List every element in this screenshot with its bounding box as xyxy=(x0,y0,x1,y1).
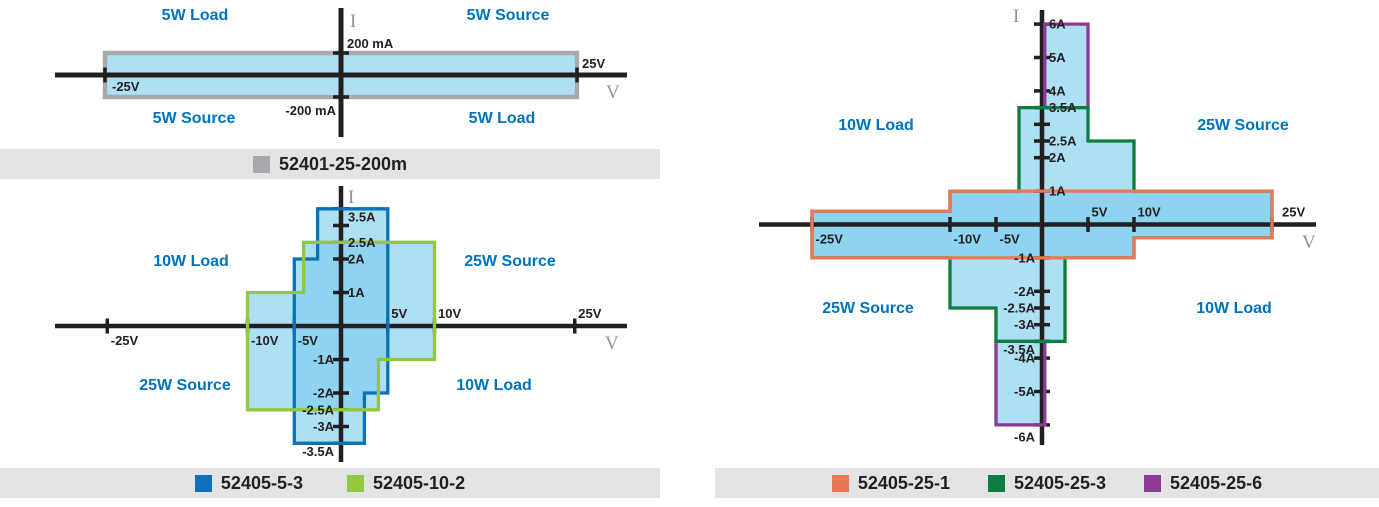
i-tick-label: -2.5A xyxy=(302,402,334,417)
chart-52401-25-200m: 200 mA -200 mA 25V -25V I V xyxy=(55,8,627,137)
i-tick-label: 2.5A xyxy=(348,235,376,250)
i-axis-letter: I xyxy=(348,187,354,208)
i-tick-label: 1A xyxy=(1049,184,1066,199)
i-tick-label: -5A xyxy=(1014,384,1036,399)
i-axis-letter: I xyxy=(350,11,356,32)
legend-label: 52401-25-200m xyxy=(278,153,408,174)
quadrant-label: 10W Load xyxy=(1196,300,1272,317)
legend-item: 52405-10-2 xyxy=(347,473,465,494)
v-tick-label: -10V xyxy=(954,232,982,247)
v-axis-letter: V xyxy=(606,82,620,103)
i-tick-label: 3.5A xyxy=(348,209,376,224)
legend-swatch-52405-5-3 xyxy=(194,474,212,492)
legend-label: 52405-25-3 xyxy=(1013,472,1107,493)
legend-swatch-52405-25-3 xyxy=(987,474,1005,492)
i-tick-label: -3A xyxy=(313,419,335,434)
i-axis-letter: I xyxy=(1013,6,1019,27)
quadrant-label: 25W Source xyxy=(139,377,231,394)
i-tick-label: 6A xyxy=(1049,17,1066,32)
region-52405-10-2-outline xyxy=(245,240,437,412)
i-tick-label: 3.5A xyxy=(1049,100,1077,115)
axis-value-label: -200 mA xyxy=(285,103,336,118)
i-tick-label: -3.5A xyxy=(1003,342,1035,357)
v-tick-label: 10V xyxy=(1138,205,1161,220)
legend-label: 52405-5-3 xyxy=(220,472,303,493)
i-tick-label: 1A xyxy=(348,285,365,300)
v-axis-letter: V xyxy=(1302,232,1316,253)
quadrant-label: 10W Load xyxy=(456,377,532,394)
quadrant-label: 10W Load xyxy=(153,253,229,270)
v-tick-label: 10V xyxy=(438,306,461,321)
v-tick-label: -5V xyxy=(1000,232,1021,247)
i-tick-label: -1A xyxy=(313,352,335,367)
i-tick-label: -2A xyxy=(313,386,335,401)
i-tick-label: -2A xyxy=(1014,284,1036,299)
region-52405-25-6-fill xyxy=(1044,24,1088,108)
legend-bar: 52405-5-3 52405-10-2 xyxy=(0,468,660,498)
i-tick-label: 2A xyxy=(1049,150,1066,165)
i-tick-label: -3.5A xyxy=(302,444,334,459)
legend-item: 52401-25-200m xyxy=(252,153,408,175)
i-tick-label: 2.5A xyxy=(1049,134,1077,149)
quadrant-label: 5W Load xyxy=(468,110,536,127)
i-tick-label: -2.5A xyxy=(1003,301,1035,316)
quadrant-label: 5W Source xyxy=(152,110,236,127)
v-tick-label: -5V xyxy=(298,333,319,348)
quadrant-label: 10W Load xyxy=(838,117,914,134)
axis-value-label: 25V xyxy=(582,56,605,71)
legend-item: 52405-25-6 xyxy=(1144,473,1262,494)
legend-label: 52405-25-6 xyxy=(1170,472,1263,493)
i-tick-label: -4A xyxy=(1014,351,1036,366)
legend-item: 52405-5-3 xyxy=(194,472,303,494)
legend-swatch-52401-25-200m xyxy=(252,155,270,173)
quadrant-label: 5W Source xyxy=(466,7,550,24)
i-tick-label: -3A xyxy=(1014,317,1036,332)
v-tick-label: 5V xyxy=(391,306,407,321)
legend-label: 52405-10-2 xyxy=(373,472,466,493)
v-tick-label: 25V xyxy=(1282,205,1305,220)
quadrant-label: 25W Source xyxy=(464,253,556,270)
quadrant-label: 25W Source xyxy=(1197,117,1289,134)
v-tick-label: -25V xyxy=(111,333,139,348)
legend-bar: 52401-25-200m xyxy=(0,149,660,179)
quadrant-label: 5W Load xyxy=(161,7,229,24)
i-tick-label: -6A xyxy=(1014,429,1036,444)
region-52405-25-6-fill xyxy=(996,341,1045,425)
v-axis-letter: V xyxy=(605,333,619,354)
quadrant-label: 25W Source xyxy=(822,300,914,317)
v-tick-label: 5V xyxy=(1092,205,1108,220)
axis-value-label: -25V xyxy=(112,79,140,94)
chart-52405-5-3_52405-10-2: -25V -10V -5V 5V 10V 25V 3.5A 2.5A 2A 1A -1A -2A-2.… xyxy=(55,186,627,462)
legend-item: 52405-25-1 xyxy=(831,472,950,494)
i-tick-label: 4A xyxy=(1049,83,1066,98)
i-tick-label: 5A xyxy=(1049,50,1066,65)
v-tick-label: -10V xyxy=(251,333,279,348)
i-tick-label: -1A xyxy=(1014,250,1036,265)
legend-swatch-52405-10-2 xyxy=(347,474,364,492)
v-tick-label: 25V xyxy=(578,306,601,321)
legend-label: 52405-25-1 xyxy=(857,472,950,493)
i-tick-label: 2A xyxy=(348,252,365,267)
axis-value-label: 200 mA xyxy=(347,36,394,51)
legend-swatch-52405-25-1 xyxy=(831,474,849,492)
legend-item: 52405-25-3 xyxy=(987,472,1107,494)
v-tick-label: -25V xyxy=(816,232,844,247)
region-52405-25-1-outline xyxy=(810,189,1274,260)
legend-bar: 52405-25-1 52405-25-3 52405-25-6 xyxy=(715,468,1379,498)
legend-swatch-52405-25-6 xyxy=(1144,474,1162,492)
